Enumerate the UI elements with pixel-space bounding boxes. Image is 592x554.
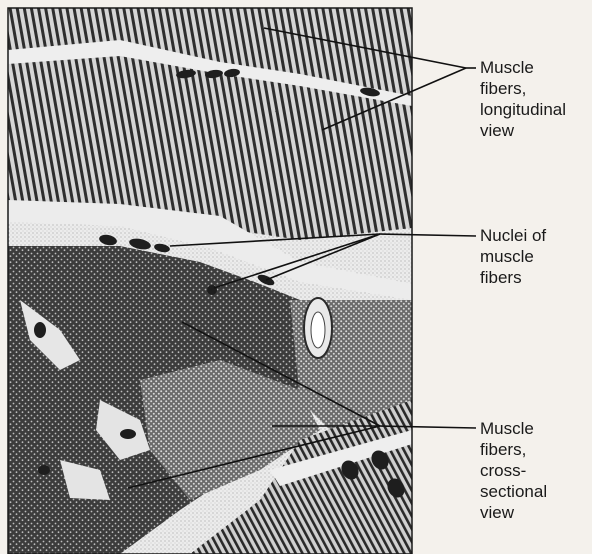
label-longitudinal-view: Muscle fibers, longitudinal view [480,57,592,141]
label-cross-sectional-view: Muscle fibers, cross- sectional view [480,418,592,523]
label-nuclei: Nuclei of muscle fibers [480,225,592,288]
tissue-panel [8,8,412,554]
